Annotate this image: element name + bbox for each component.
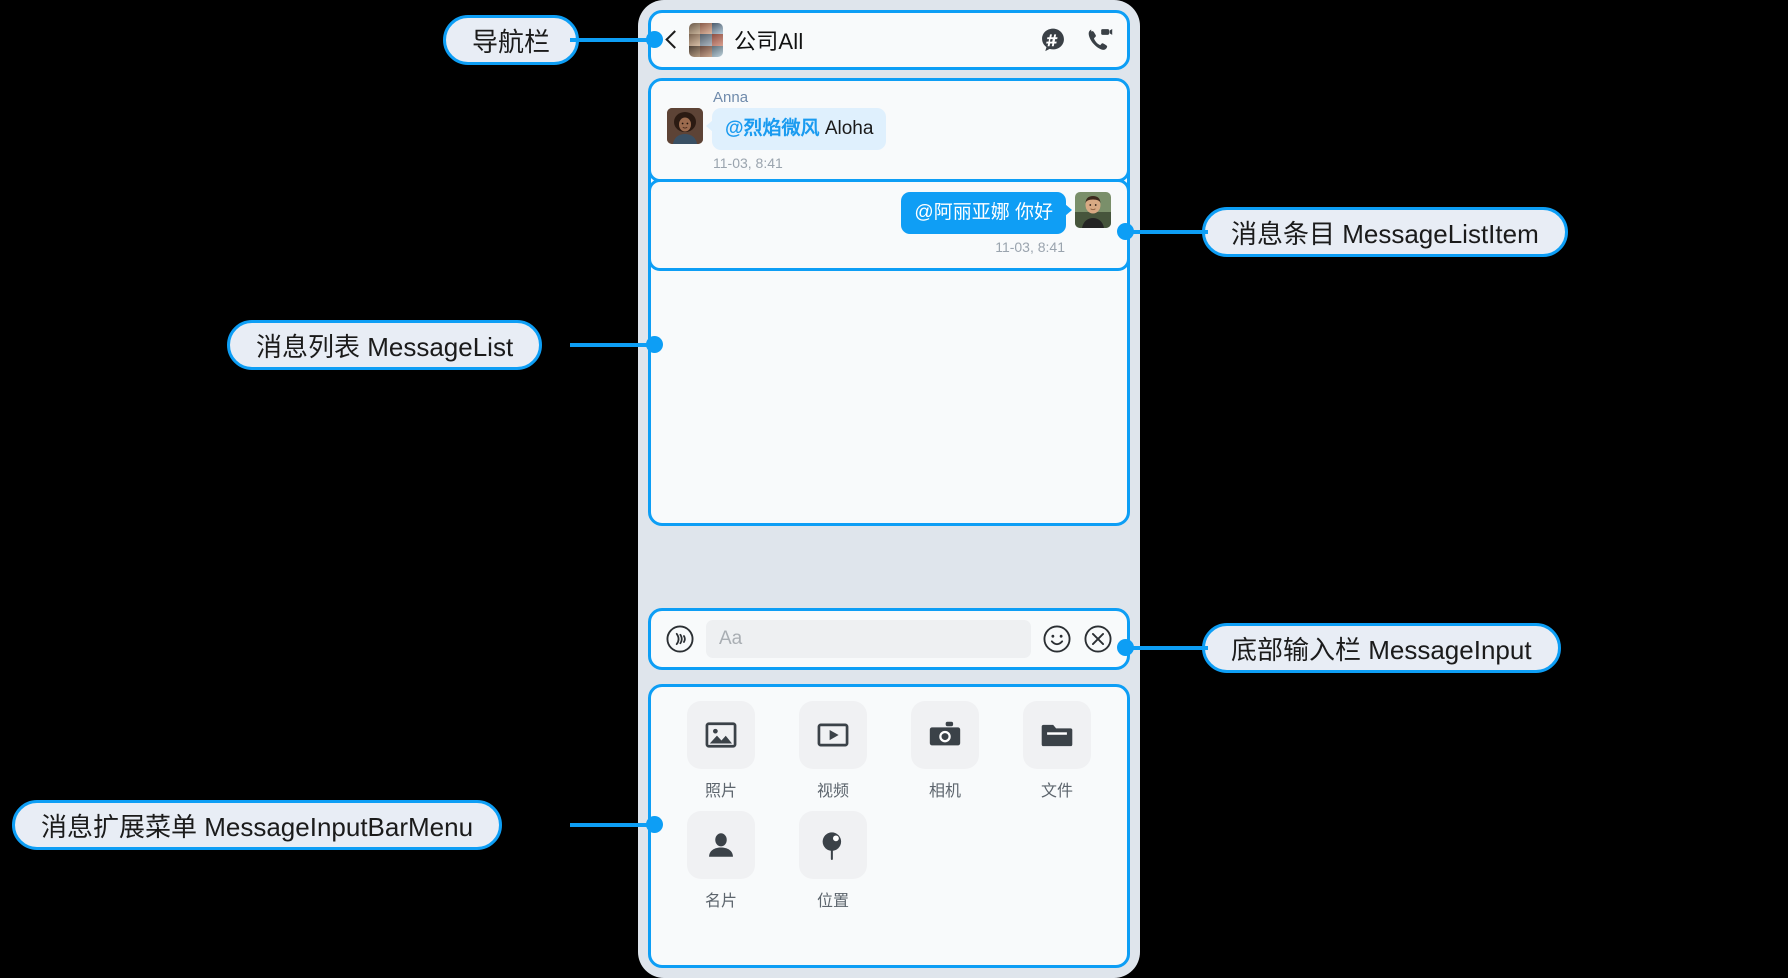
message-text-input[interactable]: Aa — [706, 620, 1031, 658]
menu-item-video[interactable]: 视频 — [799, 701, 867, 801]
hashtag-bubble-icon[interactable] — [1039, 26, 1067, 54]
file-folder-icon — [1041, 724, 1073, 747]
smiley-face-icon[interactable] — [1042, 624, 1072, 654]
photo-icon — [705, 722, 737, 748]
callout-message-list-item: 消息条目 MessageListItem — [1202, 207, 1568, 257]
menu-grid: 照片 视频 — [669, 701, 1109, 911]
close-circle-icon[interactable] — [1083, 624, 1113, 654]
page-title: 公司All — [734, 29, 804, 54]
message-row-incoming: @烈焰微风 Aloha — [667, 108, 1111, 150]
message-list-item[interactable]: @阿丽亚娜 你好 11-03, 8:41 — [651, 179, 1127, 271]
callout-connector — [570, 38, 654, 42]
callout-connector — [570, 823, 654, 827]
message-timestamp: 11-03, 8:41 — [995, 238, 1065, 255]
menu-item-camera[interactable]: 相机 — [911, 701, 979, 801]
menu-tile — [911, 701, 979, 769]
menu-item-photo[interactable]: 照片 — [687, 701, 755, 801]
callout-connector — [1124, 230, 1208, 234]
callout-label: 导航栏 — [472, 26, 551, 57]
callout-connector — [570, 343, 654, 347]
message-input-bar: Aa — [648, 608, 1130, 670]
callout-navbar: 导航栏 — [443, 15, 580, 65]
camera-icon — [929, 721, 961, 746]
message-row-outgoing: @阿丽亚娜 你好 — [667, 192, 1111, 234]
message-bubble[interactable]: @烈焰微风 Aloha — [705, 108, 887, 150]
callout-anchor-dot — [646, 336, 663, 353]
menu-item-file[interactable]: 文件 — [1023, 701, 1091, 801]
callout-anchor-dot — [1117, 223, 1134, 240]
video-icon — [817, 723, 849, 747]
callout-label: 消息条目 MessageListItem — [1231, 218, 1539, 249]
menu-item-label: 相机 — [928, 783, 961, 800]
callout-connector — [1124, 646, 1208, 650]
message-text: Aloha — [824, 118, 874, 139]
callout-message-input: 底部输入栏 MessageInput — [1202, 623, 1561, 673]
message-text: 你好 — [1014, 202, 1053, 223]
menu-item-label: 位置 — [816, 893, 849, 910]
phone-video-call-icon[interactable] — [1085, 26, 1113, 54]
message-mention: @阿丽亚娜 — [914, 202, 1010, 223]
menu-item-label: 名片 — [704, 893, 737, 910]
voice-wave-icon[interactable] — [665, 624, 695, 654]
menu-item-label: 文件 — [1040, 783, 1073, 800]
message-input-bar-menu: 照片 视频 — [648, 684, 1130, 968]
location-pin-icon — [822, 832, 842, 860]
callout-anchor-dot — [646, 31, 663, 48]
menu-item-label: 照片 — [704, 783, 737, 800]
message-bubble[interactable]: @阿丽亚娜 你好 — [901, 192, 1072, 234]
group-avatar-grid-icon[interactable] — [689, 23, 723, 57]
message-list[interactable]: Anna @烈焰微风 Aloha — [648, 78, 1130, 526]
callout-anchor-dot — [646, 816, 663, 833]
menu-tile — [799, 701, 867, 769]
menu-item-location[interactable]: 位置 — [799, 811, 867, 911]
callout-anchor-dot — [1117, 639, 1134, 656]
menu-tile — [799, 811, 867, 879]
message-sender-name: Anna — [713, 89, 749, 106]
menu-tile — [687, 811, 755, 879]
menu-item-contact-card[interactable]: 名片 — [687, 811, 755, 911]
avatar[interactable] — [1075, 192, 1111, 228]
callout-label: 消息列表 MessageList — [256, 331, 514, 362]
callout-label: 底部输入栏 MessageInput — [1231, 634, 1532, 665]
callout-label: 消息扩展菜单 MessageInputBarMenu — [41, 811, 474, 842]
avatar[interactable] — [667, 108, 703, 144]
message-timestamp: 11-03, 8:41 — [713, 154, 783, 171]
navigation-bar: 公司All — [648, 10, 1130, 70]
menu-item-label: 视频 — [816, 783, 849, 800]
message-mention: @烈焰微风 — [725, 118, 820, 139]
message-list-item[interactable]: Anna @烈焰微风 Aloha — [651, 81, 1127, 182]
menu-tile — [687, 701, 755, 769]
menu-tile — [1023, 701, 1091, 769]
callout-message-list: 消息列表 MessageList — [227, 320, 543, 370]
callout-message-input-bar-menu: 消息扩展菜单 MessageInputBarMenu — [12, 800, 503, 850]
contact-card-icon — [709, 833, 733, 857]
message-input-placeholder: Aa — [719, 628, 743, 649]
navbar-actions — [1039, 26, 1113, 54]
chevron-left-icon[interactable] — [665, 30, 677, 50]
